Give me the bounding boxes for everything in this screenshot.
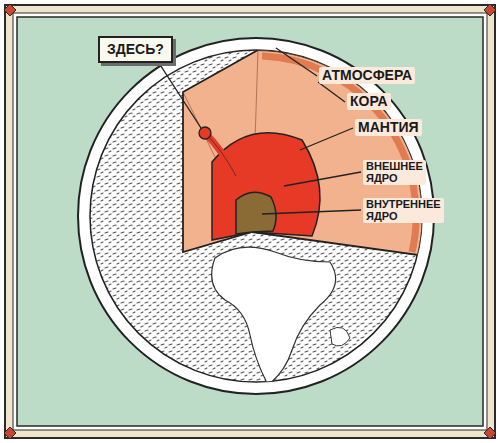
callout-text: ЗДЕСЬ?	[107, 41, 164, 58]
layer-label: ВНЕШНЕЕ ЯДРО	[363, 160, 426, 185]
corner-diamonds	[4, 4, 496, 439]
layer-label: АТМОСФЕРА	[319, 67, 415, 84]
plume	[206, 134, 236, 176]
green-panel	[17, 17, 483, 426]
leader-line	[161, 66, 201, 128]
hotspot-dot	[199, 127, 211, 139]
leader-line	[262, 210, 361, 214]
mantle	[183, 50, 423, 255]
continent	[212, 247, 336, 385]
leader-line	[284, 172, 361, 186]
frame-outer	[5, 5, 495, 438]
leader-line	[318, 82, 345, 102]
frame-white	[13, 13, 487, 430]
leader-line	[276, 48, 317, 76]
leader-line	[300, 128, 353, 150]
layer-label: МАНТИЯ	[355, 119, 422, 136]
callout-box: ЗДЕСЬ?	[98, 36, 173, 63]
layer-label: КОРА	[347, 93, 391, 110]
island	[330, 327, 350, 346]
layer-label: ВНУТРЕННЕЕ ЯДРО	[363, 198, 444, 223]
